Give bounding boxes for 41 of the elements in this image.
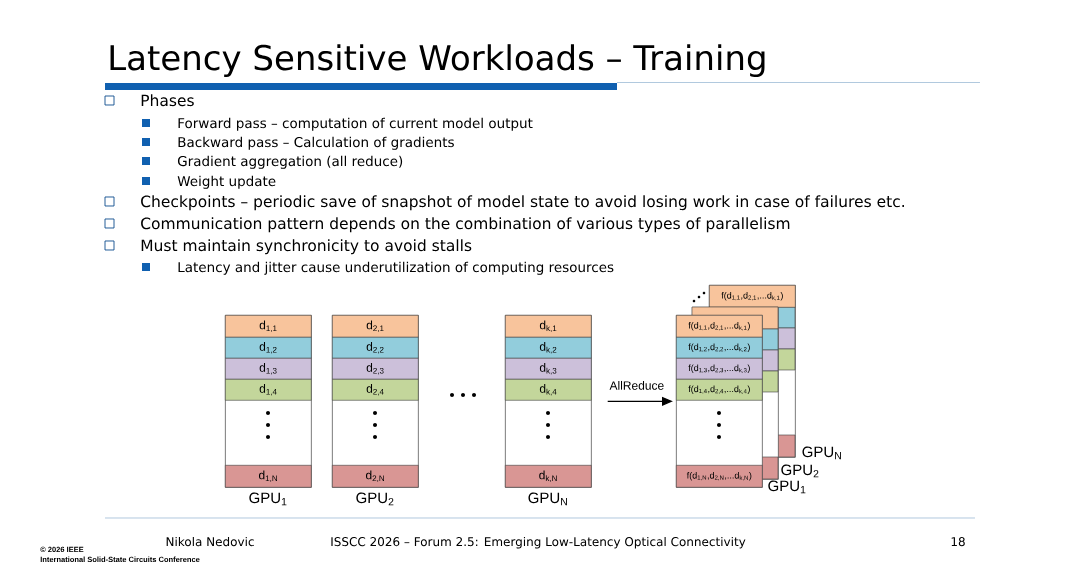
data-cell: d$_{k,1}$ [505, 315, 592, 338]
data-cell: d$_{1,1}$ [225, 315, 312, 338]
data-cell: d$_{2,1}$ [332, 315, 419, 338]
bullet-text: Weight update [177, 175, 276, 189]
data-cell: d$_{2,4}$ [332, 379, 419, 401]
title: Latency Sensitive Workloads – Training [110, 44, 765, 78]
data-cell: d$_{1,2}$ [225, 337, 312, 359]
data-cell: d$_{2,3}$ [332, 358, 419, 380]
footer-text: Nikola Nedovic [166, 536, 254, 547]
bullet-text: Phases [141, 94, 194, 107]
data-cell: d$_{1,3}$ [225, 358, 312, 380]
data-cell: d$_{k,2}$ [505, 337, 592, 359]
bullet-text: Communication pattern depends on the combination of various types of parallelism [141, 217, 790, 233]
data-cell: d$_{2,2}$ [332, 337, 419, 359]
data-cell: f(d$_{1,1}$,d$_{2,1}$,...d$_{k,1}$) [709, 285, 796, 308]
data-cell: d$_{k,N}$ [505, 465, 592, 488]
data-cell: f(d$_{1,1}$,d$_{2,1}$,...d$_{k,1}$) [676, 315, 763, 338]
data-cell: f(d$_{1,4}$,d$_{2,4}$,...d$_{k,4}$) [676, 379, 763, 401]
gpu-label: GPU$_{2}$ [356, 492, 394, 506]
data-cell: d$_{2,N}$ [332, 465, 419, 488]
footer-text: 18 [951, 537, 965, 547]
gpu-label: GPU$_{1}$ [249, 492, 287, 506]
bullet-text: Checkpoints – periodic save of snapshot of model state to avoid losing work in case of failures etc. [141, 195, 904, 211]
gpu-label: GPU$_{1}$ [768, 480, 806, 494]
bullet-text: Forward pass – computation of current model output [178, 117, 533, 131]
bullet-text: Must maintain synchronicity to avoid stalls [141, 239, 472, 255]
edge-label: AllReduce [608, 379, 666, 391]
gpu-label: GPU$_{N}$ [802, 446, 841, 460]
gpu-label: GPU$_{2}$ [781, 464, 819, 478]
data-cell: d$_{1,N}$ [225, 465, 312, 488]
gpu-label: GPU$_{N}$ [528, 492, 567, 506]
bullet-text: Backward pass – Calculation of gradients [178, 136, 454, 150]
data-cell: f(d$_{1,2}$,d$_{2,2}$,...d$_{k,2}$) [676, 337, 763, 359]
data-cell: d$_{k,3}$ [505, 358, 592, 380]
data-cell: d$_{1,4}$ [225, 379, 312, 401]
data-cell: f(d$_{1,3}$,d$_{2,3}$,...d$_{k,3}$) [676, 358, 763, 380]
bullet-text: Gradient aggregation (all reduce) [177, 155, 403, 169]
data-cell: d$_{k,4}$ [505, 379, 592, 401]
bullet-text: Latency and jitter cause underutilization of computing resources [178, 261, 614, 275]
data-cell: f(d$_{1,N}$,d$_{2,N}$,...d$_{k,N}$) [676, 465, 763, 488]
footer-text: ISSCC 2026 – Forum 2.5: Emerging Low-Latency Optical Connectivity [331, 536, 746, 549]
